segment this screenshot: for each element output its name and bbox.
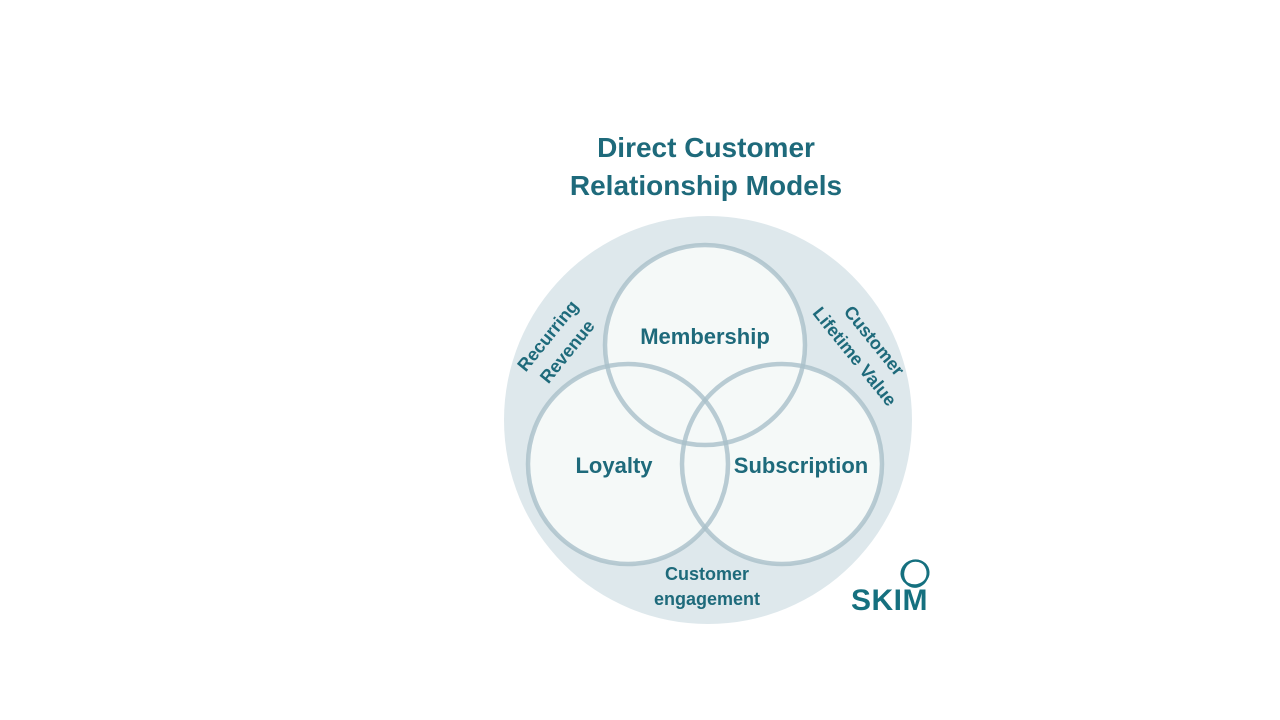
sketched-ring-icon [900, 559, 930, 588]
page-title: Direct Customer Relationship Models [506, 129, 906, 205]
membership-circle-outline [602, 242, 808, 448]
page-title-line-1: Direct Customer [597, 132, 815, 163]
subscription-circle-outline [679, 361, 885, 567]
label-subscription: Subscription [733, 453, 869, 478]
label-membership: Membership [640, 324, 770, 349]
customer-engagement-line-1: Customer [664, 564, 749, 584]
label-customer-engagement: Customer engagement [654, 562, 760, 612]
customer-engagement-line-2: engagement [653, 589, 761, 609]
page-title-line-2: Relationship Models [569, 170, 843, 201]
skim-logo-text: SKIM [851, 584, 928, 617]
subscription-circle-fill [682, 364, 882, 564]
label-loyalty: Loyalty [575, 453, 653, 478]
loyalty-circle-outline [525, 361, 731, 567]
loyalty-circle-fill [528, 364, 728, 564]
